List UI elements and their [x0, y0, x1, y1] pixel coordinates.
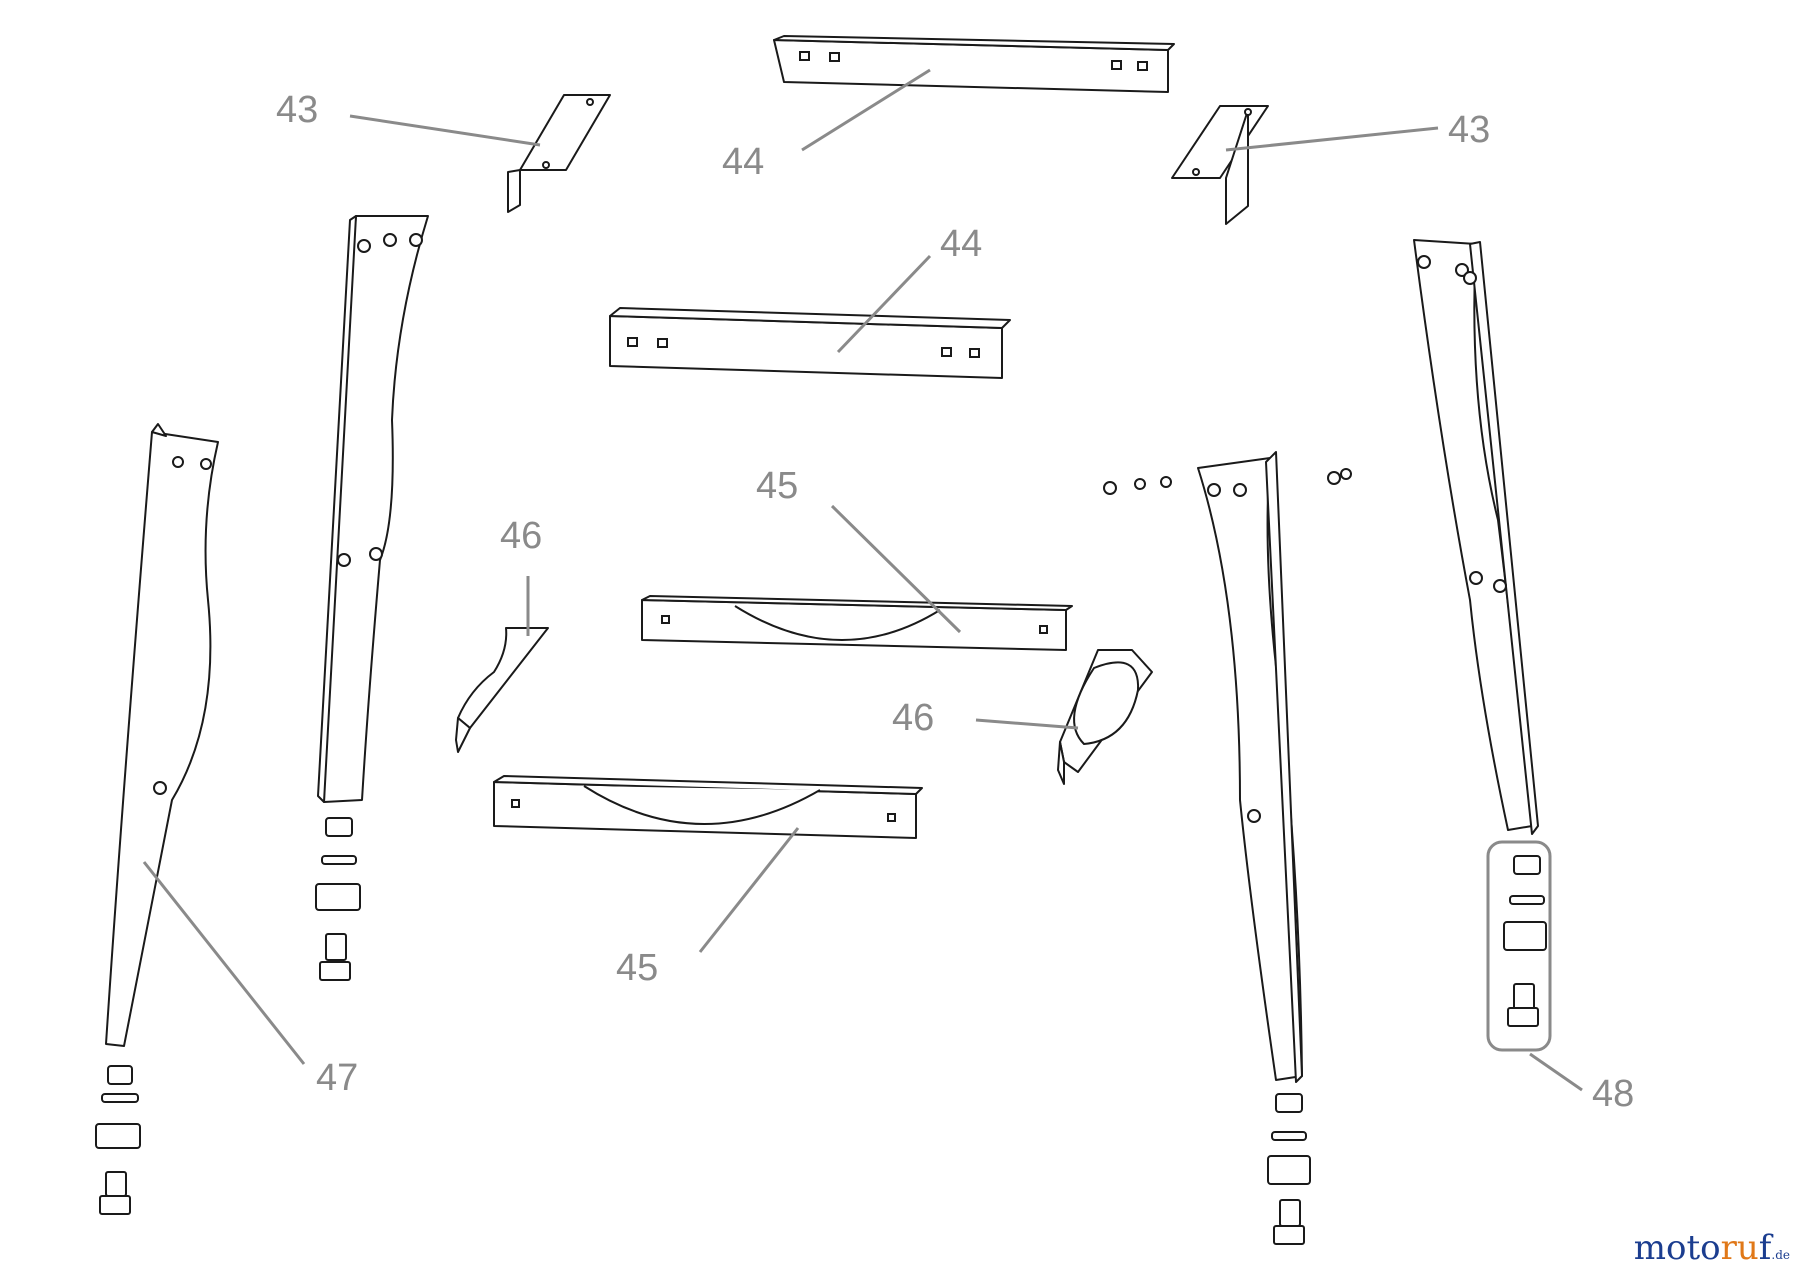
- logo-text-suffix: f: [1758, 1228, 1772, 1268]
- rail-44-middle: [609, 307, 1011, 379]
- logo-text-accent: ru: [1720, 1228, 1759, 1268]
- support-45-upper: [641, 595, 1073, 651]
- support-45-lower: [493, 775, 923, 839]
- leader-47: [142, 861, 306, 1065]
- leader-44-top: [801, 68, 931, 152]
- bracket-43-left: [507, 94, 611, 213]
- foot-hardware-right-center: [1267, 1093, 1311, 1245]
- leader-48: [1529, 1052, 1583, 1092]
- leader-43-left: [349, 114, 541, 147]
- leader-45-bottom: [698, 827, 800, 953]
- motoruf-logo: motoruf.de: [1634, 1228, 1790, 1268]
- foot-hardware-left: [315, 817, 361, 981]
- callout-44-top: 44: [722, 141, 764, 183]
- foot-hardware-far-left: [95, 1065, 141, 1215]
- callout-46-right: 46: [892, 697, 934, 739]
- loose-nuts: [1103, 468, 1352, 495]
- bracket-46-left: [455, 627, 549, 753]
- foot-hardware-far-right: [1503, 855, 1547, 1027]
- callout-48-highlight-box: [1486, 840, 1552, 1052]
- leg-right-center: [1197, 451, 1303, 1083]
- logo-text-tld: .de: [1771, 1248, 1790, 1262]
- callout-47: 47: [316, 1057, 358, 1099]
- leg-far-right: [1413, 239, 1539, 835]
- callout-45-top: 45: [756, 465, 798, 507]
- leader-43-right: [1225, 126, 1439, 152]
- callout-44-mid: 44: [940, 223, 982, 265]
- leg-left: [317, 215, 429, 803]
- leader-46-right: [975, 718, 1079, 730]
- leader-44-mid: [836, 254, 932, 354]
- rail-44-top: [773, 35, 1175, 93]
- callout-45-bottom: 45: [616, 947, 658, 989]
- leg-47-far-left: [105, 423, 219, 1047]
- logo-text-prefix: moto: [1633, 1228, 1721, 1268]
- bracket-43-right: [1171, 105, 1269, 225]
- callout-43-left: 43: [276, 89, 318, 131]
- callout-43-right: 43: [1448, 109, 1490, 151]
- callout-46-left: 46: [500, 515, 542, 557]
- bracket-46-right: [1057, 649, 1153, 785]
- callout-48: 48: [1592, 1073, 1634, 1115]
- leader-45-top: [830, 504, 962, 634]
